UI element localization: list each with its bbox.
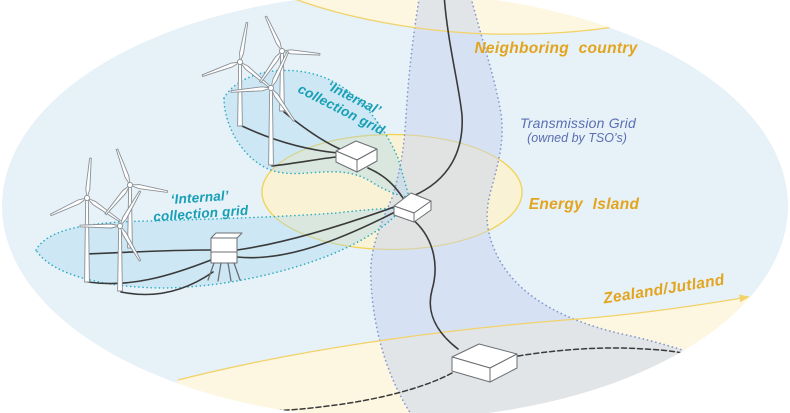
turbine-blade <box>281 49 321 56</box>
turbine-blade <box>85 157 92 199</box>
turbine-blade <box>79 223 121 229</box>
turbine-tower <box>84 197 90 283</box>
turbine-hub <box>278 47 286 55</box>
neighboring-country-border <box>291 0 635 35</box>
wind-turbine-1 <box>201 21 272 127</box>
array-cable-west-1 <box>87 259 212 285</box>
turbine-tower <box>117 225 123 292</box>
wind-turbine-3 <box>230 50 296 166</box>
turbine-blade <box>258 50 283 84</box>
transmission-corridor-border-left <box>369 0 421 413</box>
turbine-hub <box>236 58 244 66</box>
turbine-tower <box>268 87 274 166</box>
platform-body <box>210 237 238 264</box>
turbine-hub <box>116 222 124 230</box>
turbine-blade <box>239 21 249 63</box>
onshore-side <box>489 353 518 383</box>
cable-platform-to-hub-2 <box>236 211 396 259</box>
turbine-blade <box>115 148 131 186</box>
turbine-blade <box>230 86 272 93</box>
substation-north-side <box>356 148 378 173</box>
label-transmission-grid: Transmission Grid <box>520 115 637 131</box>
structures <box>207 140 518 383</box>
export-cable-south <box>410 217 459 350</box>
onshore-substation <box>451 343 518 383</box>
label-neighboring-country: Neighboring country <box>474 40 638 57</box>
wind-turbine-4 <box>49 157 121 283</box>
turbine-blade <box>49 197 88 217</box>
array-cable-north-1 <box>241 125 339 154</box>
turbine-blade <box>270 87 296 122</box>
cable-platform-to-hub-1 <box>236 206 395 251</box>
hub-side <box>413 200 432 223</box>
label-internal-west-line1: ‘Internal’ <box>170 188 229 207</box>
array-cable-west-2 <box>87 249 212 255</box>
turbine-blade <box>104 184 131 216</box>
array-cable-north-3 <box>271 156 337 167</box>
turbine-blade <box>119 225 142 262</box>
platform-top <box>210 232 243 239</box>
turbine-blade <box>86 197 121 223</box>
platform-legs <box>207 262 241 282</box>
label-internal-grid-west: ‘Internal’ collection grid <box>153 188 250 225</box>
transmission-corridor-border-right <box>469 0 757 386</box>
label-internal-west-line2: collection grid <box>153 203 250 225</box>
energy-island-hub <box>393 192 432 223</box>
wind-turbines <box>49 15 321 292</box>
wind-turbine-6 <box>79 190 142 292</box>
export-cable-north <box>412 0 463 197</box>
label-transmission-grid-sub: (owned by TSO’s) <box>527 131 627 145</box>
cable-substation-to-hub <box>367 167 404 199</box>
turbine-blade <box>270 50 290 89</box>
substation-north <box>335 140 378 173</box>
wind-turbine-5 <box>104 148 169 249</box>
turbine-blade <box>129 184 169 193</box>
turbine-blade <box>119 190 142 227</box>
onshore-line-east <box>517 347 683 357</box>
array-cable-west-3 <box>120 271 214 296</box>
transmission-corridor <box>370 0 780 413</box>
zealand-jutland-border-arrow <box>177 294 750 381</box>
label-energy-island: Energy Island <box>529 196 640 213</box>
offshore-platform-west <box>207 232 243 282</box>
turbine-hub <box>126 181 134 189</box>
turbine-blade <box>264 15 283 52</box>
turbine-hub <box>83 194 91 202</box>
turbine-blade <box>201 61 241 77</box>
turbine-tower <box>237 61 243 127</box>
turbine-hub <box>267 84 275 92</box>
